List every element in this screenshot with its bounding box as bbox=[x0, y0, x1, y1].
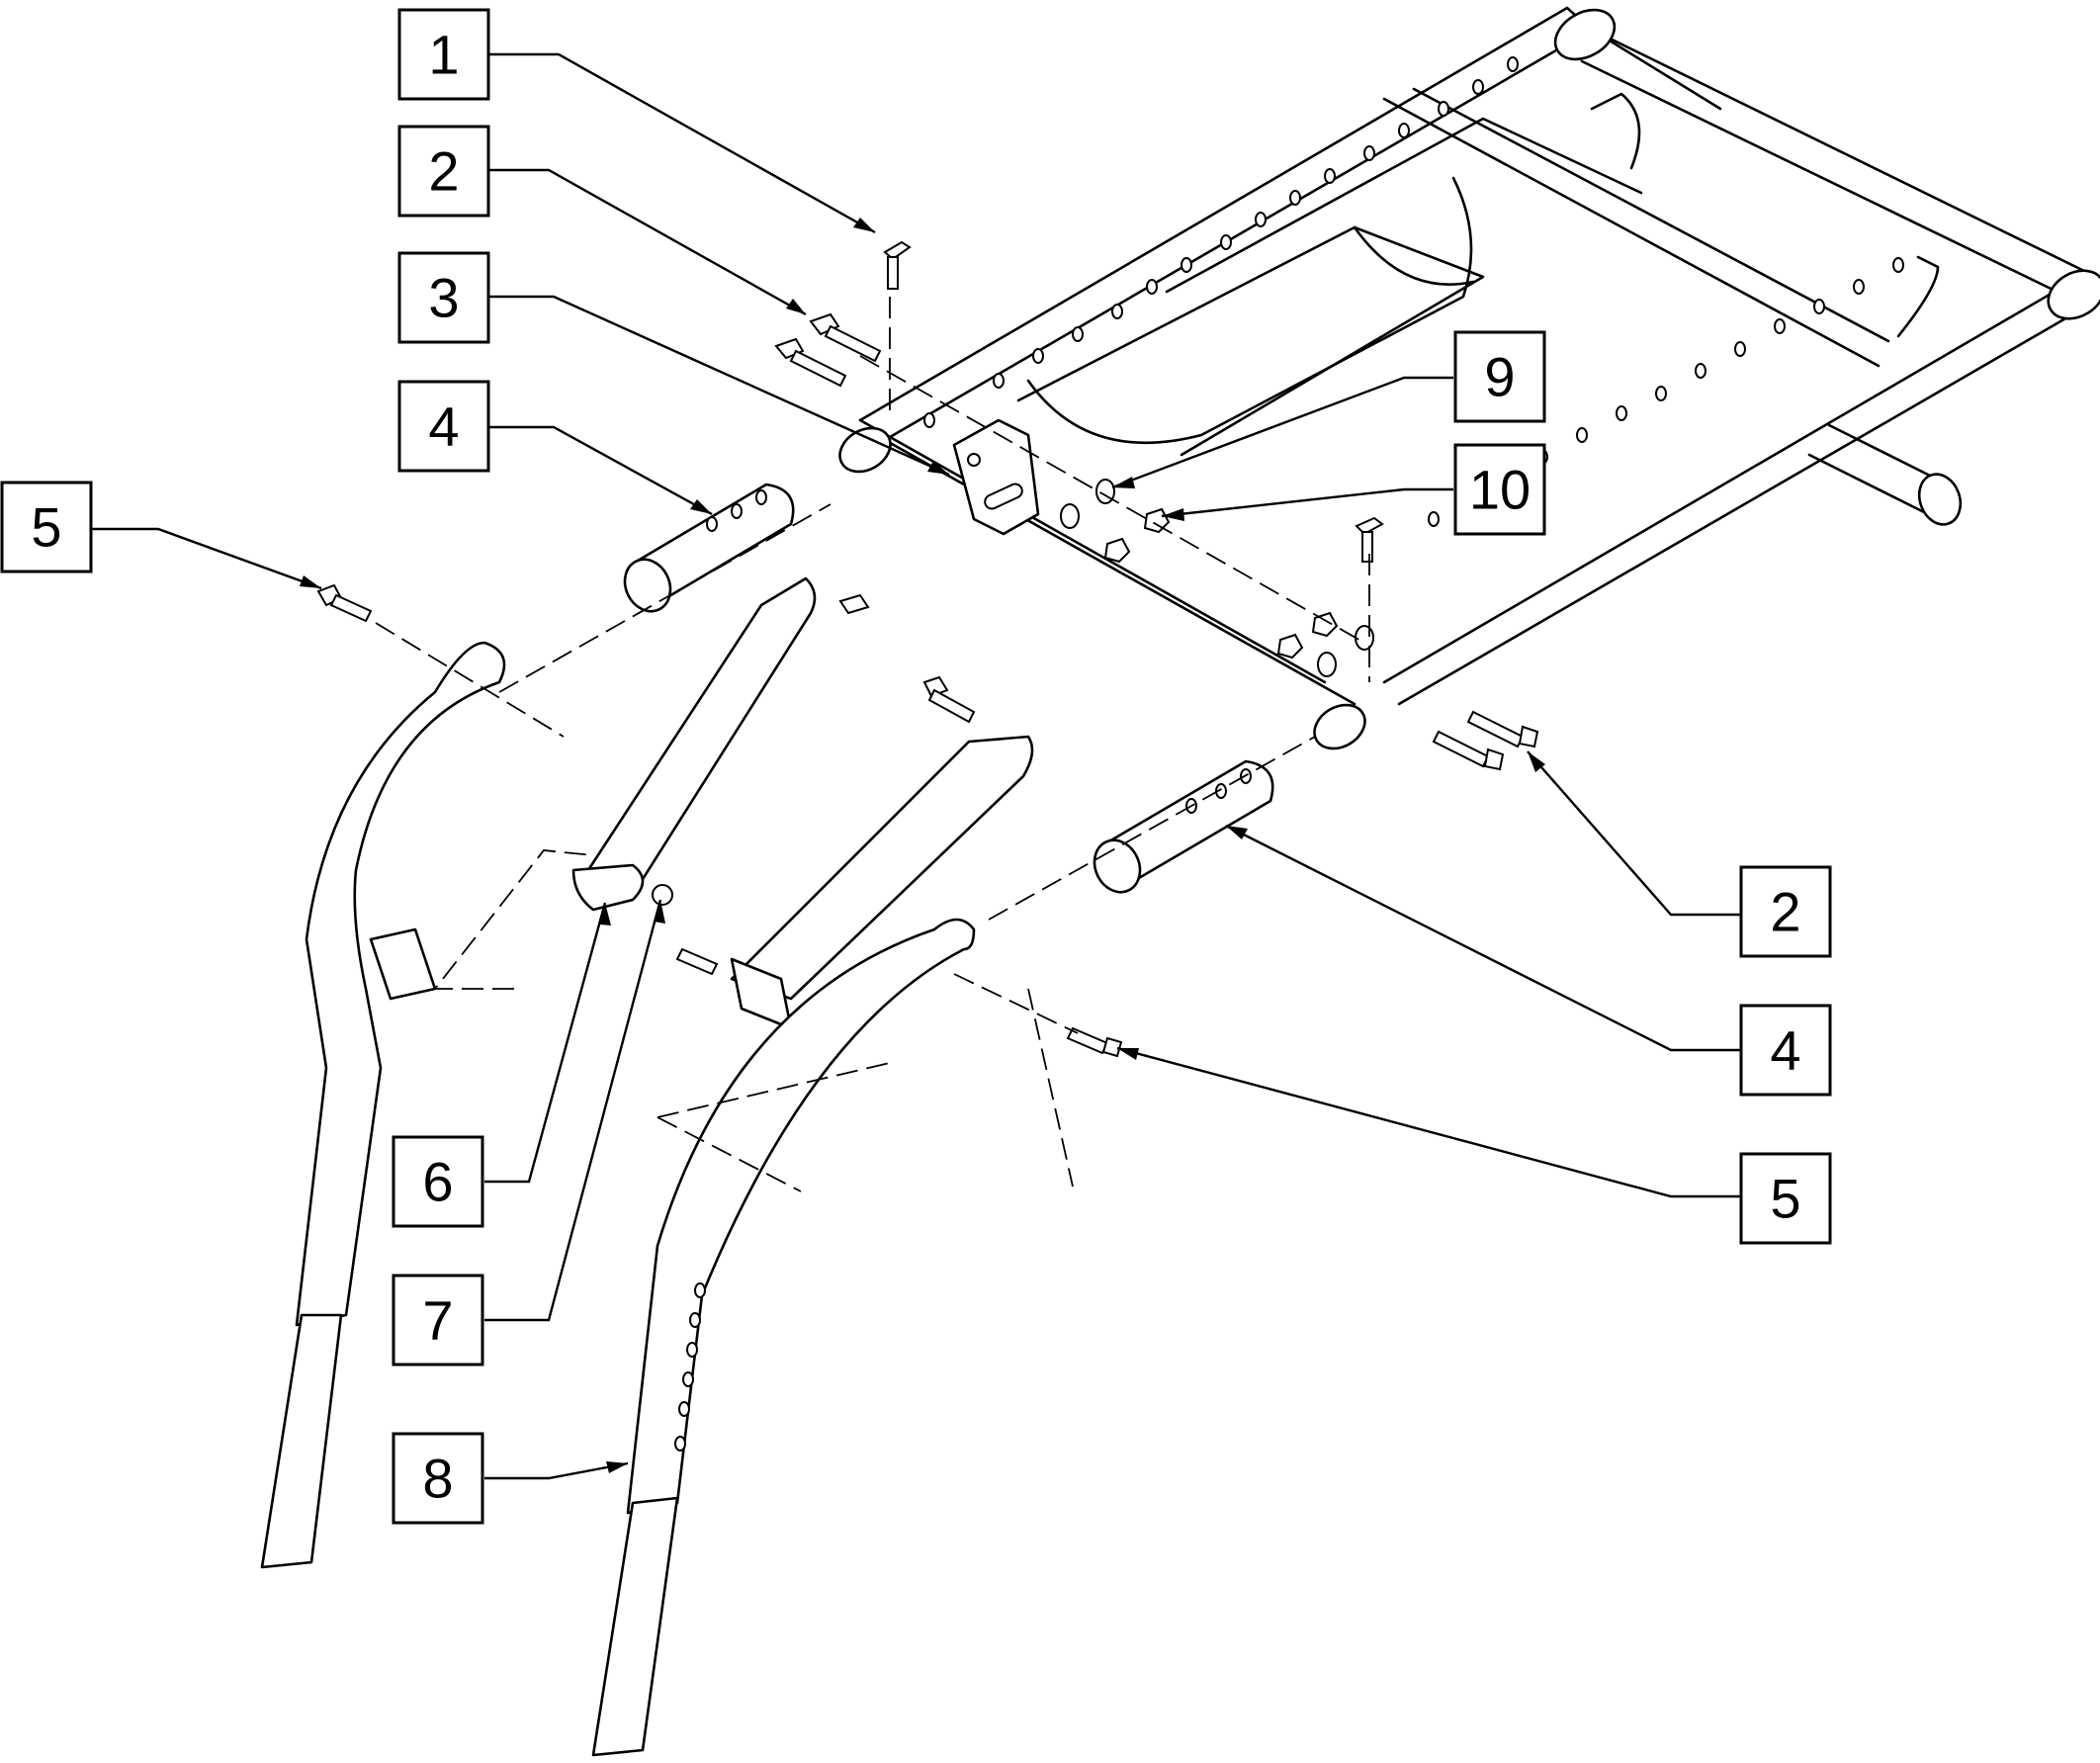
leader-8 bbox=[484, 1461, 629, 1480]
receiver-tubes bbox=[623, 483, 1274, 894]
callout-5-left-label: 5 bbox=[31, 496, 61, 559]
callout-10: 10 bbox=[1453, 443, 1546, 536]
leader-2-bottom bbox=[1527, 750, 1740, 917]
mounting-plate bbox=[952, 418, 1040, 536]
callout-7: 7 bbox=[392, 1274, 484, 1366]
leader-1 bbox=[489, 52, 876, 234]
leader-4-top bbox=[489, 425, 713, 516]
callout-9-label: 9 bbox=[1484, 346, 1515, 408]
callout-4-top-label: 4 bbox=[428, 396, 459, 458]
leader-2-top bbox=[489, 168, 807, 316]
callout-4-bottom-label: 4 bbox=[1770, 1019, 1800, 1082]
callout-2-bottom: 2 bbox=[1739, 865, 1832, 958]
callout-9: 9 bbox=[1453, 330, 1546, 423]
frame-adjust-holes bbox=[923, 56, 1904, 527]
callouts: 1 2 3 4 5 9 10 2 bbox=[0, 8, 1832, 1525]
leader-4-bottom bbox=[1225, 824, 1740, 1052]
callout-4-top: 4 bbox=[397, 380, 490, 473]
leader-6 bbox=[484, 902, 607, 1184]
callout-6: 6 bbox=[392, 1135, 484, 1228]
callout-2-bottom-label: 2 bbox=[1770, 881, 1800, 943]
callout-3-label: 3 bbox=[428, 267, 459, 329]
callout-7-label: 7 bbox=[422, 1289, 453, 1352]
callout-5-right: 5 bbox=[1739, 1152, 1832, 1245]
callout-4-bottom: 4 bbox=[1739, 1004, 1832, 1097]
callout-8-label: 8 bbox=[422, 1448, 453, 1510]
callout-5-left: 5 bbox=[0, 481, 93, 573]
callout-6-label: 6 bbox=[422, 1151, 453, 1213]
callout-10-label: 10 bbox=[1469, 459, 1531, 521]
callout-8: 8 bbox=[392, 1432, 484, 1525]
leader-9 bbox=[1111, 376, 1453, 489]
leader-5-left bbox=[92, 527, 322, 590]
seat-frame bbox=[838, 6, 2100, 750]
leader-3 bbox=[489, 295, 950, 477]
leader-7 bbox=[484, 899, 662, 1322]
hinge-struts bbox=[571, 576, 1034, 1030]
callout-5-right-label: 5 bbox=[1770, 1168, 1800, 1230]
leader-5-right bbox=[1116, 1046, 1740, 1198]
callout-1: 1 bbox=[397, 8, 490, 101]
callout-3: 3 bbox=[397, 251, 490, 344]
callout-2-top-label: 2 bbox=[428, 140, 459, 203]
leg-tubes bbox=[260, 641, 976, 1757]
callout-2-top: 2 bbox=[397, 125, 490, 218]
assembly-centerlines bbox=[375, 297, 1370, 1192]
callout-1-label: 1 bbox=[428, 24, 459, 86]
leader-10 bbox=[1161, 487, 1453, 518]
